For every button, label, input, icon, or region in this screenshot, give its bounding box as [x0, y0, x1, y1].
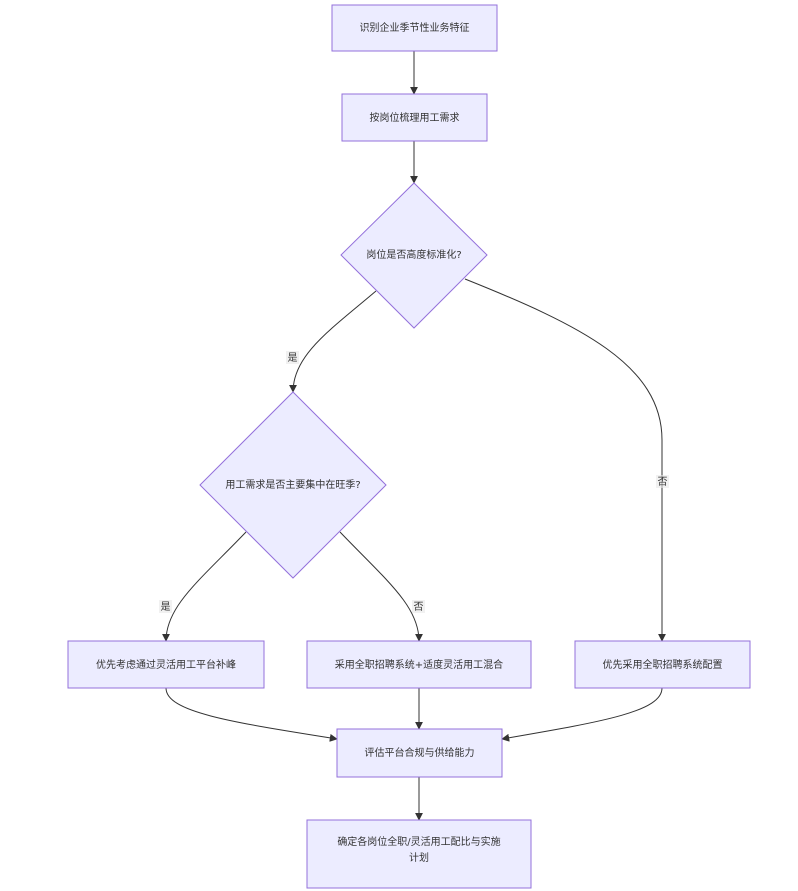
node-label: 采用全职招聘系统+适度灵活用工混合	[335, 658, 503, 671]
node-determine-ratio: 确定各岗位全职/灵活用工配比与实施 计划	[306, 819, 532, 889]
node-hybrid: 采用全职招聘系统+适度灵活用工混合	[306, 640, 532, 689]
decision-standardized: 岗位是否高度标准化?	[340, 182, 488, 329]
node-evaluate-platform: 评估平台合规与供给能力	[336, 728, 503, 778]
node-fulltime: 优先采用全职招聘系统配置	[574, 640, 751, 689]
node-identify-seasonality: 识别企业季节性业务特征	[331, 4, 498, 52]
edge-label-yes-d1: 是	[288, 352, 298, 364]
node-label: 评估平台合规与供给能力	[365, 746, 475, 759]
edge-d1-d2-yes	[289, 290, 377, 393]
edges	[162, 51, 666, 821]
edge-labels: 是 否 是 否	[159, 351, 669, 613]
edge-label-bg	[656, 475, 669, 488]
edge-a3-n3	[501, 687, 663, 742]
edge-label-bg	[286, 351, 299, 364]
node-label-line1: 确定各岗位全职/灵活用工配比与实施	[337, 835, 500, 848]
edge-label-yes-d2: 是	[161, 601, 171, 613]
edge-d1-a3-no	[464, 278, 666, 642]
decision-label: 用工需求是否主要集中在旺季?	[225, 478, 360, 491]
node-label: 按岗位梳理用工需求	[370, 111, 460, 124]
edge-label-no-d1: 否	[658, 476, 668, 488]
node-label: 优先采用全职招聘系统配置	[603, 658, 723, 671]
edge-d2-a2-no	[339, 531, 423, 642]
node-flexible-platform: 优先考虑通过灵活用工平台补峰	[67, 640, 265, 689]
edge-a1-n3	[165, 687, 338, 742]
node-sort-demand: 按岗位梳理用工需求	[341, 93, 488, 142]
edge-label-bg	[159, 600, 172, 613]
edge-label-bg	[412, 600, 425, 613]
decision-peak-season: 用工需求是否主要集中在旺季?	[199, 391, 387, 579]
edge-label-no-d2: 否	[414, 601, 424, 613]
edge-d2-a1-yes	[162, 531, 247, 642]
node-label-line2: 计划	[409, 851, 429, 864]
decision-label: 岗位是否高度标准化?	[366, 248, 461, 261]
node-label: 识别企业季节性业务特征	[360, 21, 470, 34]
node-label: 优先考虑通过灵活用工平台补峰	[96, 658, 236, 671]
